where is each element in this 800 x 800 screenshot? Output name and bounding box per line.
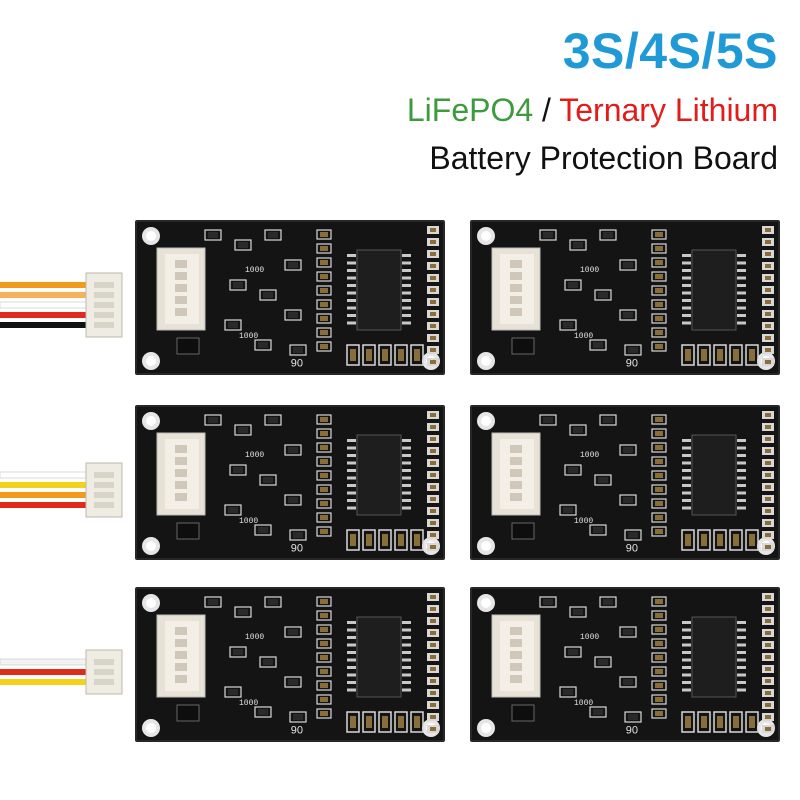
wire: [0, 482, 88, 488]
jst-plug: [85, 462, 123, 518]
bms-board: 06 1000 1000: [135, 220, 445, 375]
board-silkscreen-label: 06: [626, 541, 638, 553]
board-silkscreen-label: 06: [626, 723, 638, 735]
product-subtitle: Battery Protection Board: [429, 140, 778, 176]
bms-board: 06 1000 1000: [135, 405, 445, 560]
resistor-code: 1000: [239, 517, 258, 526]
board-silkscreen-label: 06: [291, 541, 303, 553]
protection-ic: [356, 434, 402, 516]
wire: [0, 669, 88, 675]
chemistry-ternary: Ternary Lithium: [559, 92, 778, 128]
balance-cable-3s: [0, 649, 123, 695]
resistor-code: 1000: [580, 266, 599, 275]
bms-board: 06 1000 1000: [470, 220, 780, 375]
wire: [0, 492, 88, 498]
board-silkscreen-label: 06: [626, 356, 638, 368]
wire: [0, 312, 88, 318]
wire: [0, 502, 88, 508]
wire: [0, 658, 89, 666]
chemistry-line: LiFePO4 / Ternary Lithium: [407, 92, 778, 129]
resistor-code: 1000: [239, 332, 258, 341]
chemistry-lifepo4: LiFePO4: [406, 92, 534, 128]
wire: [0, 679, 88, 685]
resistor-code: 1000: [245, 451, 264, 460]
wire: [0, 282, 88, 288]
board-silkscreen-label: 06: [291, 356, 303, 368]
resistor-code: 1000: [580, 633, 599, 642]
balance-cable-4s: [0, 462, 123, 518]
protection-ic: [356, 616, 402, 698]
resistor-code: 1000: [239, 699, 258, 708]
balance-cable-5s: [0, 272, 123, 338]
bms-board: 06 1000 1000: [470, 587, 780, 742]
resistor-code: 1000: [574, 517, 593, 526]
resistor-code: 1000: [580, 451, 599, 460]
wire: [0, 322, 88, 328]
product-title: 3S/4S/5S: [562, 23, 778, 79]
protection-ic: [691, 616, 737, 698]
board-silkscreen-label: 06: [291, 723, 303, 735]
chemistry-separator: /: [533, 92, 560, 128]
wire: [0, 301, 89, 309]
protection-ic: [691, 434, 737, 516]
wire: [0, 471, 89, 479]
protection-ic: [691, 249, 737, 331]
resistor-code: 1000: [574, 699, 593, 708]
bms-board: 06 1000 1000: [135, 587, 445, 742]
bms-board: 06 1000 1000: [470, 405, 780, 560]
protection-ic: [356, 249, 402, 331]
resistor-code: 1000: [245, 633, 264, 642]
resistor-code: 1000: [245, 266, 264, 275]
wire: [0, 292, 88, 298]
resistor-code: 1000: [574, 332, 593, 341]
